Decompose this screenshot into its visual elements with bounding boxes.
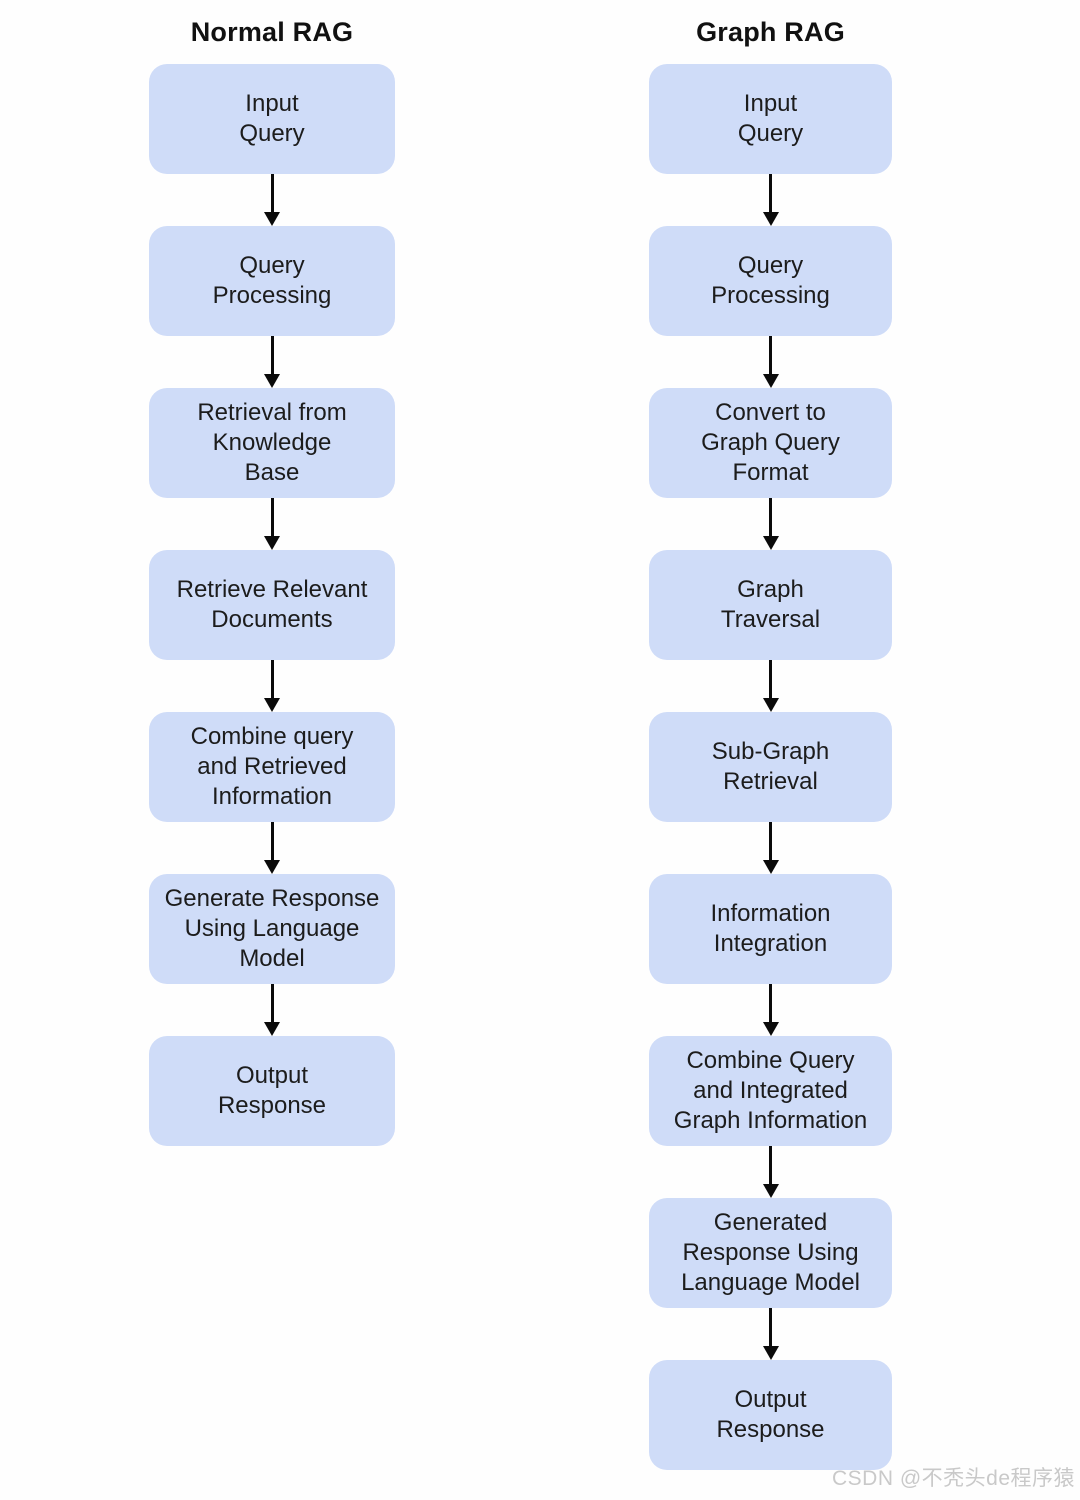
arrow-shaft [769, 1308, 772, 1346]
node-input-query: Input Query [149, 64, 395, 174]
graph-rag-column: Graph RAG Input Query Query Processing C… [649, 0, 892, 1470]
arrow-head [762, 212, 779, 226]
arrow-down-icon [264, 660, 280, 712]
arrow-head [264, 536, 280, 550]
arrow-down-icon [762, 822, 779, 874]
arrow-shaft [270, 498, 274, 536]
node-retrieval-from-knowledge-base: Retrieval from Knowledge Base [149, 388, 395, 498]
node-combine-query-and-retrieved-information: Combine query and Retrieved Information [149, 712, 395, 822]
arrow-head [762, 1022, 779, 1036]
arrow-head [264, 860, 280, 874]
arrow-down-icon [264, 336, 280, 388]
arrow-shaft [769, 498, 772, 536]
arrow-down-icon [762, 498, 779, 550]
node-sub-graph-retrieval: Sub-Graph Retrieval [649, 712, 892, 822]
node-graph-output-response: Output Response [649, 1360, 892, 1470]
arrow-shaft [769, 660, 772, 698]
node-retrieve-relevant-documents: Retrieve Relevant Documents [149, 550, 395, 660]
node-information-integration: Information Integration [649, 874, 892, 984]
node-graph-query-processing: Query Processing [649, 226, 892, 336]
arrow-head [762, 374, 779, 388]
watermark: CSDN @不秃头de程序猿 [831, 1467, 1075, 1490]
node-graph-input-query: Input Query [649, 64, 892, 174]
arrow-head [762, 860, 779, 874]
arrow-head [762, 1184, 779, 1198]
arrow-head [264, 698, 280, 712]
node-convert-to-graph-query-format: Convert to Graph Query Format [649, 388, 892, 498]
node-output-response: Output Response [149, 1036, 395, 1146]
arrow-down-icon [762, 174, 779, 226]
arrow-down-icon [264, 174, 280, 226]
arrow-shaft [270, 660, 274, 698]
arrow-down-icon [762, 984, 779, 1036]
node-query-processing: Query Processing [149, 226, 395, 336]
arrow-shaft [769, 822, 772, 860]
arrow-shaft [270, 336, 274, 374]
arrow-down-icon [762, 1146, 779, 1198]
node-graph-traversal: Graph Traversal [649, 550, 892, 660]
arrow-head [762, 698, 779, 712]
arrow-shaft [769, 1146, 772, 1184]
arrow-down-icon [762, 336, 779, 388]
arrow-down-icon [264, 498, 280, 550]
normal-rag-column: Normal RAG Input Query Query Processing … [149, 0, 395, 1146]
arrow-head [762, 1346, 779, 1360]
node-combine-query-and-integrated-graph-information: Combine Query and Integrated Graph Infor… [649, 1036, 892, 1146]
node-generated-response-using-language-model: Generated Response Using Language Model [649, 1198, 892, 1308]
arrow-head [264, 212, 280, 226]
arrow-shaft [769, 174, 772, 212]
arrow-down-icon [264, 984, 280, 1036]
arrow-shaft [769, 336, 772, 374]
node-generate-response-using-language-model: Generate Response Using Language Model [149, 874, 395, 984]
arrow-shaft [769, 984, 772, 1022]
arrow-shaft [270, 174, 274, 212]
arrow-head [264, 1022, 280, 1036]
arrow-down-icon [762, 660, 779, 712]
arrow-head [762, 536, 779, 550]
graph-rag-title: Graph RAG [696, 16, 845, 47]
arrow-shaft [270, 984, 274, 1022]
arrow-shaft [270, 822, 274, 860]
arrow-down-icon [264, 822, 280, 874]
arrow-head [264, 374, 280, 388]
normal-rag-title: Normal RAG [190, 16, 354, 47]
arrow-down-icon [762, 1308, 779, 1360]
